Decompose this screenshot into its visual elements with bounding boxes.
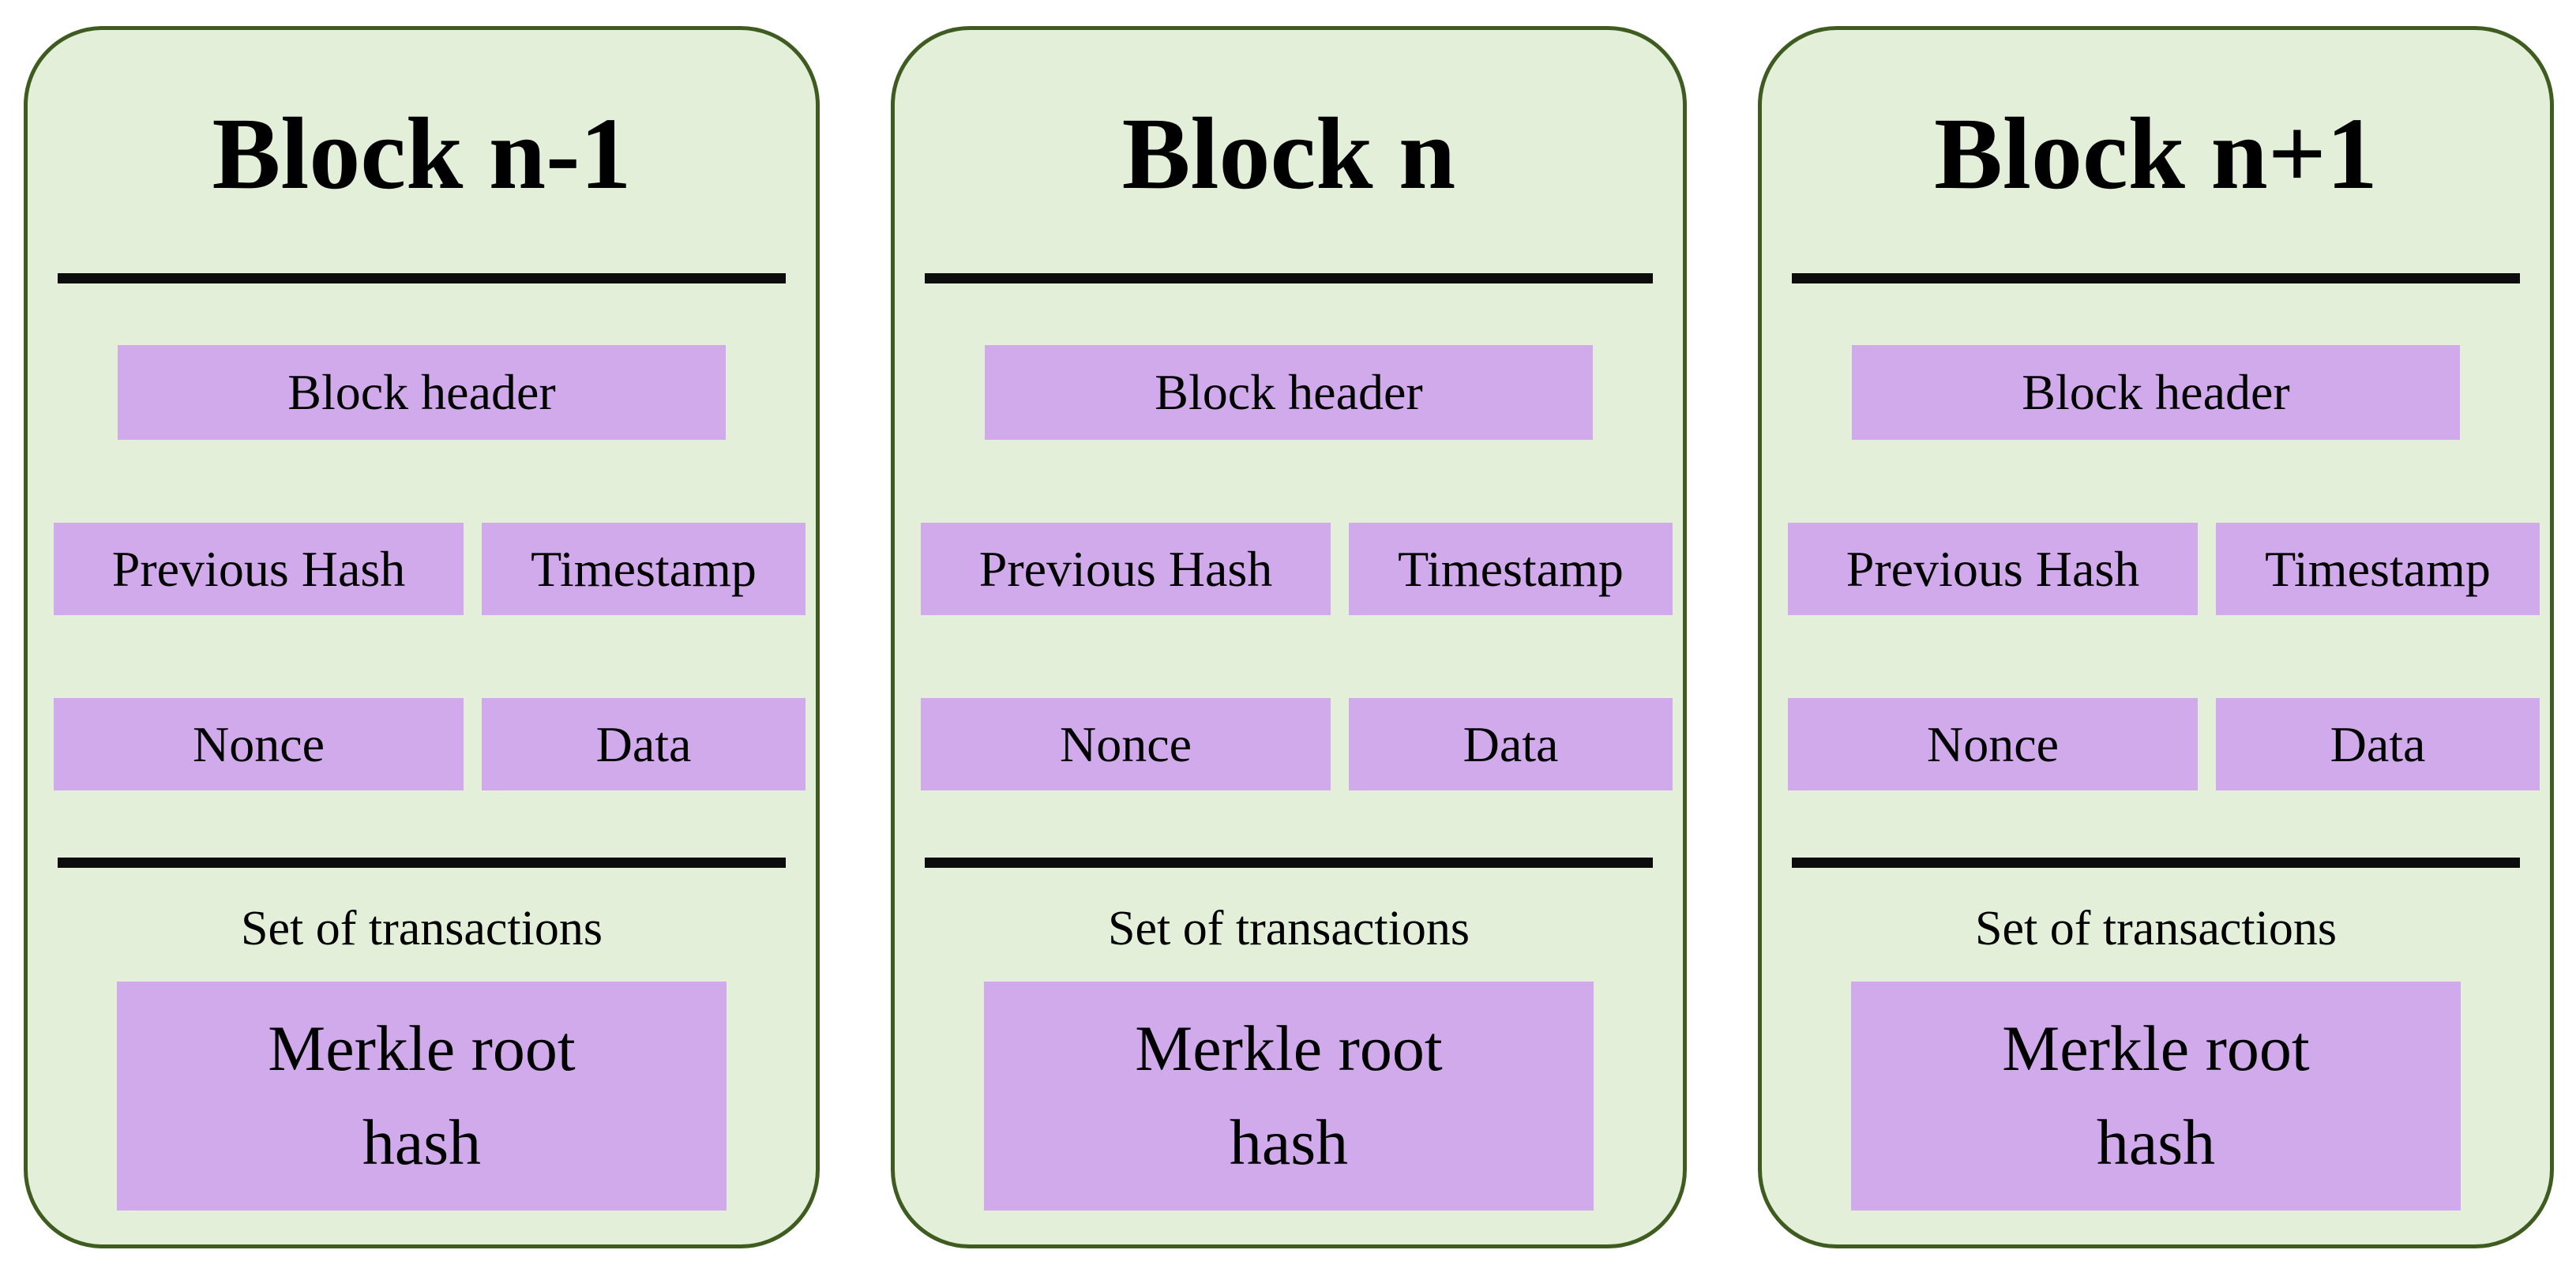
block-header-field: Block header [118,345,726,440]
field-row: Previous Hash Timestamp [28,523,816,615]
merkle-root-field: Merkle root hash [984,982,1594,1211]
transactions-divider [1792,858,2520,868]
merkle-root-label: Merkle root hash [2002,1012,2310,1178]
block-title: Block n [1121,97,1456,211]
field-row: Nonce Data [1762,698,2550,790]
block-title: Block n-1 [212,97,632,211]
block-n-card: Block n Block header Previous Hash Times… [891,26,1687,1248]
block-title: Block n+1 [1934,97,2378,211]
field-row: Nonce Data [895,698,1683,790]
block-n-1-card: Block n-1 Block header Previous Hash Tim… [24,26,820,1248]
data-field: Data [2216,698,2540,790]
timestamp-field: Timestamp [2216,523,2540,615]
data-field: Data [482,698,805,790]
merkle-root-field: Merkle root hash [117,982,727,1211]
timestamp-field: Timestamp [1349,523,1673,615]
block-header-field: Block header [1852,345,2460,440]
previous-hash-field: Previous Hash [1788,523,2198,615]
field-row: Previous Hash Timestamp [895,523,1683,615]
merkle-root-label: Merkle root hash [1135,1012,1443,1178]
block-header-field: Block header [985,345,1593,440]
header-divider [58,273,786,283]
header-divider [925,273,1653,283]
nonce-field: Nonce [1788,698,2198,790]
transactions-divider [58,858,786,868]
data-field: Data [1349,698,1673,790]
block-n-plus-1-card: Block n+1 Block header Previous Hash Tim… [1758,26,2554,1248]
field-row: Previous Hash Timestamp [1762,523,2550,615]
previous-hash-field: Previous Hash [921,523,1331,615]
transactions-label: Set of transactions [240,902,603,955]
field-row: Nonce Data [28,698,816,790]
nonce-field: Nonce [921,698,1331,790]
transactions-label: Set of transactions [1107,902,1470,955]
timestamp-field: Timestamp [482,523,805,615]
previous-hash-field: Previous Hash [54,523,464,615]
transactions-divider [925,858,1653,868]
header-divider [1792,273,2520,283]
merkle-root-field: Merkle root hash [1851,982,2461,1211]
nonce-field: Nonce [54,698,464,790]
transactions-label: Set of transactions [1974,902,2337,955]
merkle-root-label: Merkle root hash [268,1012,576,1178]
